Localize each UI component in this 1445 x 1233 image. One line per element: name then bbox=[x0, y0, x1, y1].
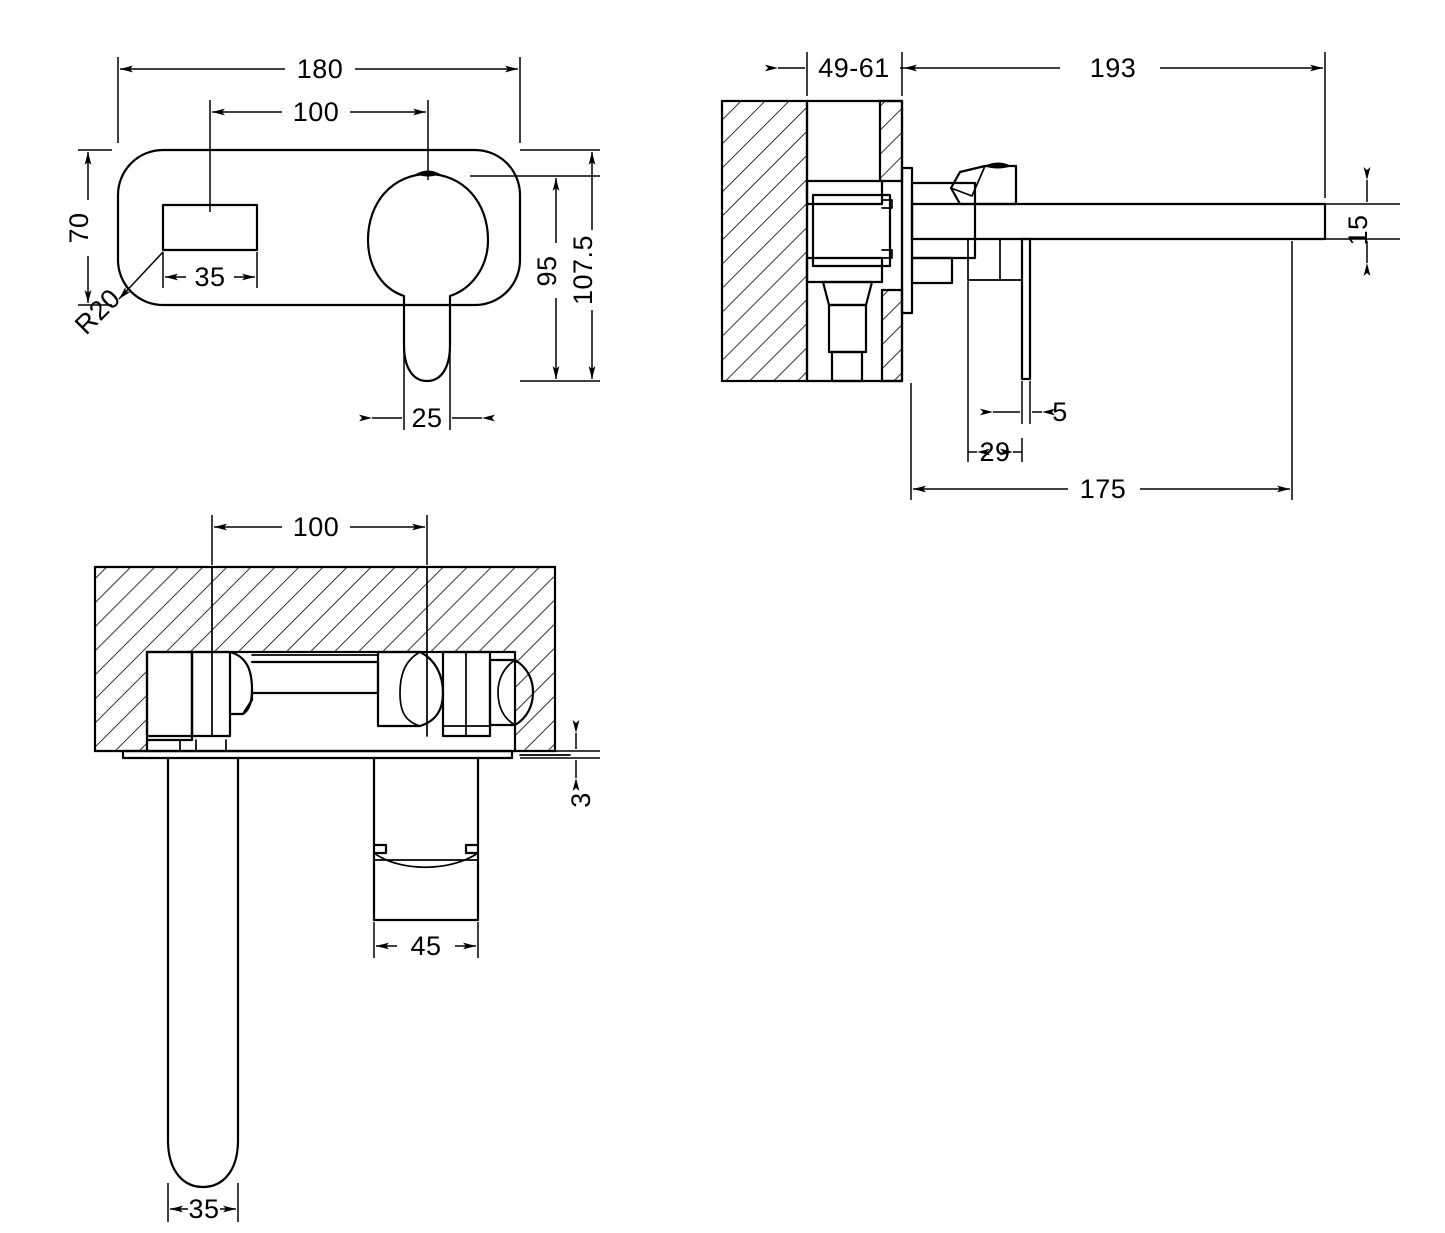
leader-line-r20 bbox=[118, 251, 164, 300]
view-side-section: 49-61 193 15 5 29 175 bbox=[720, 52, 1400, 504]
plan-handle-knob-curve bbox=[497, 659, 516, 726]
dim-label-4961: 49-61 bbox=[818, 53, 890, 83]
dim-label-15: 15 bbox=[1343, 214, 1373, 245]
dim-label-45: 45 bbox=[410, 931, 441, 961]
dim-label-193: 193 bbox=[1090, 53, 1137, 83]
valve-stem-lower bbox=[830, 350, 864, 383]
wall-hatch-lower-right bbox=[880, 288, 904, 383]
valve-port-upper bbox=[881, 199, 893, 209]
wall-hatch-left bbox=[720, 99, 809, 383]
dim-label-100-plan: 100 bbox=[293, 512, 340, 542]
plan-spout-tube bbox=[166, 756, 240, 1189]
dim-label-35-front: 35 bbox=[194, 262, 225, 292]
handle-hub-lower bbox=[910, 256, 954, 285]
dim-label-95: 95 bbox=[532, 255, 562, 286]
dim-label-100-front: 100 bbox=[293, 97, 340, 127]
plan-cover-plate bbox=[121, 749, 514, 760]
dim-label-180: 180 bbox=[297, 54, 344, 84]
lever-tip-marker bbox=[983, 162, 1012, 169]
valve-port-lower bbox=[881, 249, 893, 259]
dim-label-1075: 107.5 bbox=[568, 235, 598, 305]
escutcheon-plate bbox=[900, 166, 914, 315]
dim-label-25: 25 bbox=[411, 403, 442, 433]
dim-label-29: 29 bbox=[979, 437, 1010, 467]
dim-label-r20: R20 bbox=[69, 283, 126, 340]
wall-hatch-upper-right bbox=[878, 99, 904, 183]
valve-taper bbox=[821, 280, 874, 307]
valve-lower-collar bbox=[805, 256, 884, 284]
plan-cavity bbox=[145, 650, 517, 753]
view-front-elevation: 180 100 70 35 R20 95 107.5 bbox=[64, 54, 600, 433]
plan-valve-notch-left bbox=[372, 843, 388, 855]
plan-valve-curve bbox=[399, 651, 421, 727]
view-plan-section: 100 3 45 35 bbox=[93, 512, 600, 1224]
plan-valve-lower-body bbox=[372, 756, 480, 922]
plan-handle-knob bbox=[488, 658, 535, 727]
wall-plate-outline bbox=[116, 148, 522, 307]
wall-cavity-outline bbox=[805, 99, 904, 383]
plan-inner-cyl bbox=[190, 650, 232, 738]
lever-side-profile bbox=[949, 164, 1018, 206]
plan-valve-notch-right bbox=[464, 843, 480, 855]
plan-mount-pegs bbox=[179, 739, 227, 752]
dim-label-175: 175 bbox=[1080, 474, 1127, 504]
dim-label-5: 5 bbox=[1052, 397, 1068, 427]
lever-arm-connection bbox=[967, 238, 1001, 281]
plan-valve-ring-curve bbox=[373, 852, 479, 868]
valve-cartridge-box bbox=[811, 193, 892, 268]
valve-upper-collar bbox=[805, 179, 884, 206]
valve-stem-upper bbox=[827, 303, 868, 354]
dim-label-35-plan: 35 bbox=[188, 1194, 219, 1224]
dim-label-70: 70 bbox=[64, 212, 94, 243]
lever-handle-outline bbox=[366, 172, 490, 383]
lever-down-arm bbox=[1020, 237, 1032, 381]
lever-side-crease bbox=[950, 165, 986, 197]
plan-right-collar bbox=[441, 650, 492, 738]
dim-label-3: 3 bbox=[566, 792, 596, 808]
